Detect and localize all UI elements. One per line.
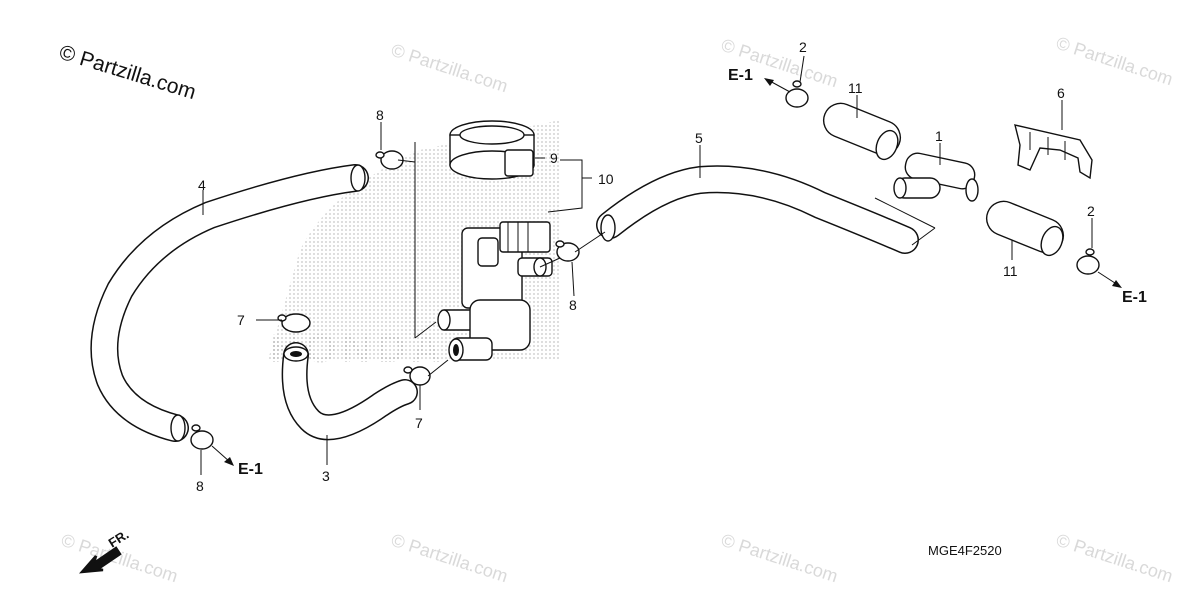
hose-5[interactable] (596, 165, 919, 254)
hose-3[interactable] (281, 342, 418, 441)
reference-e1[interactable]: E-1 (728, 67, 753, 84)
callout-3[interactable]: 3 (322, 468, 330, 484)
watermark: © Partzilla.com (719, 530, 841, 587)
arrow-to-e1-upper (764, 78, 791, 93)
callout-6[interactable]: 6 (1057, 85, 1065, 101)
callout-2[interactable]: 2 (1087, 203, 1095, 219)
tube-11-upper[interactable] (819, 98, 906, 162)
callout-4[interactable]: 4 (198, 177, 206, 193)
callout-9[interactable]: 9 (550, 150, 558, 166)
clamp-8-upper[interactable] (375, 150, 404, 170)
callout-8[interactable]: 8 (376, 107, 384, 123)
air-joint-1[interactable] (893, 151, 979, 202)
watermark: © Partzilla.com (1054, 530, 1176, 587)
callout-8[interactable]: 8 (569, 297, 577, 313)
guide-lines (397, 142, 936, 377)
clip-6[interactable] (1014, 124, 1093, 180)
hose-4[interactable] (90, 164, 369, 442)
watermark: © Partzilla.com (1054, 33, 1176, 90)
bracket-9[interactable] (449, 120, 535, 180)
reference-e1[interactable]: E-1 (238, 461, 263, 478)
copyright-text: © Partzilla.com (57, 41, 199, 104)
arrow-to-e1-lower (211, 445, 234, 466)
clamp-8-lower[interactable] (190, 424, 214, 450)
clamp-7-upper[interactable] (277, 313, 311, 333)
callout-1[interactable]: 1 (935, 128, 943, 144)
callout-10[interactable]: 10 (598, 171, 614, 187)
front-direction-arrow-icon (78, 546, 122, 574)
callout-11[interactable]: 11 (1003, 263, 1018, 279)
watermark: © Partzilla.com (389, 40, 511, 97)
clamp-2-lower[interactable] (1076, 248, 1100, 275)
clamp-2-upper[interactable] (785, 80, 809, 108)
callout-5[interactable]: 5 (695, 130, 703, 146)
callout-11[interactable]: 11 (848, 80, 863, 96)
callout-7[interactable]: 7 (237, 312, 245, 328)
tube-11-lower[interactable] (982, 196, 1069, 258)
diagram-code: MGE4F2520 (928, 543, 1002, 558)
air-injection-solenoid-valve[interactable] (437, 221, 553, 362)
callout-2[interactable]: 2 (799, 39, 807, 55)
callout-7[interactable]: 7 (415, 415, 423, 431)
clamp-8-middle[interactable] (555, 240, 580, 262)
clamp-7-lower[interactable] (403, 366, 431, 386)
reference-e1[interactable]: E-1 (1122, 289, 1147, 306)
leader-lines (200, 55, 1093, 475)
watermark: © Partzilla.com (389, 530, 511, 587)
arrow-to-e1-right (1097, 271, 1122, 288)
callout-8[interactable]: 8 (196, 478, 204, 494)
